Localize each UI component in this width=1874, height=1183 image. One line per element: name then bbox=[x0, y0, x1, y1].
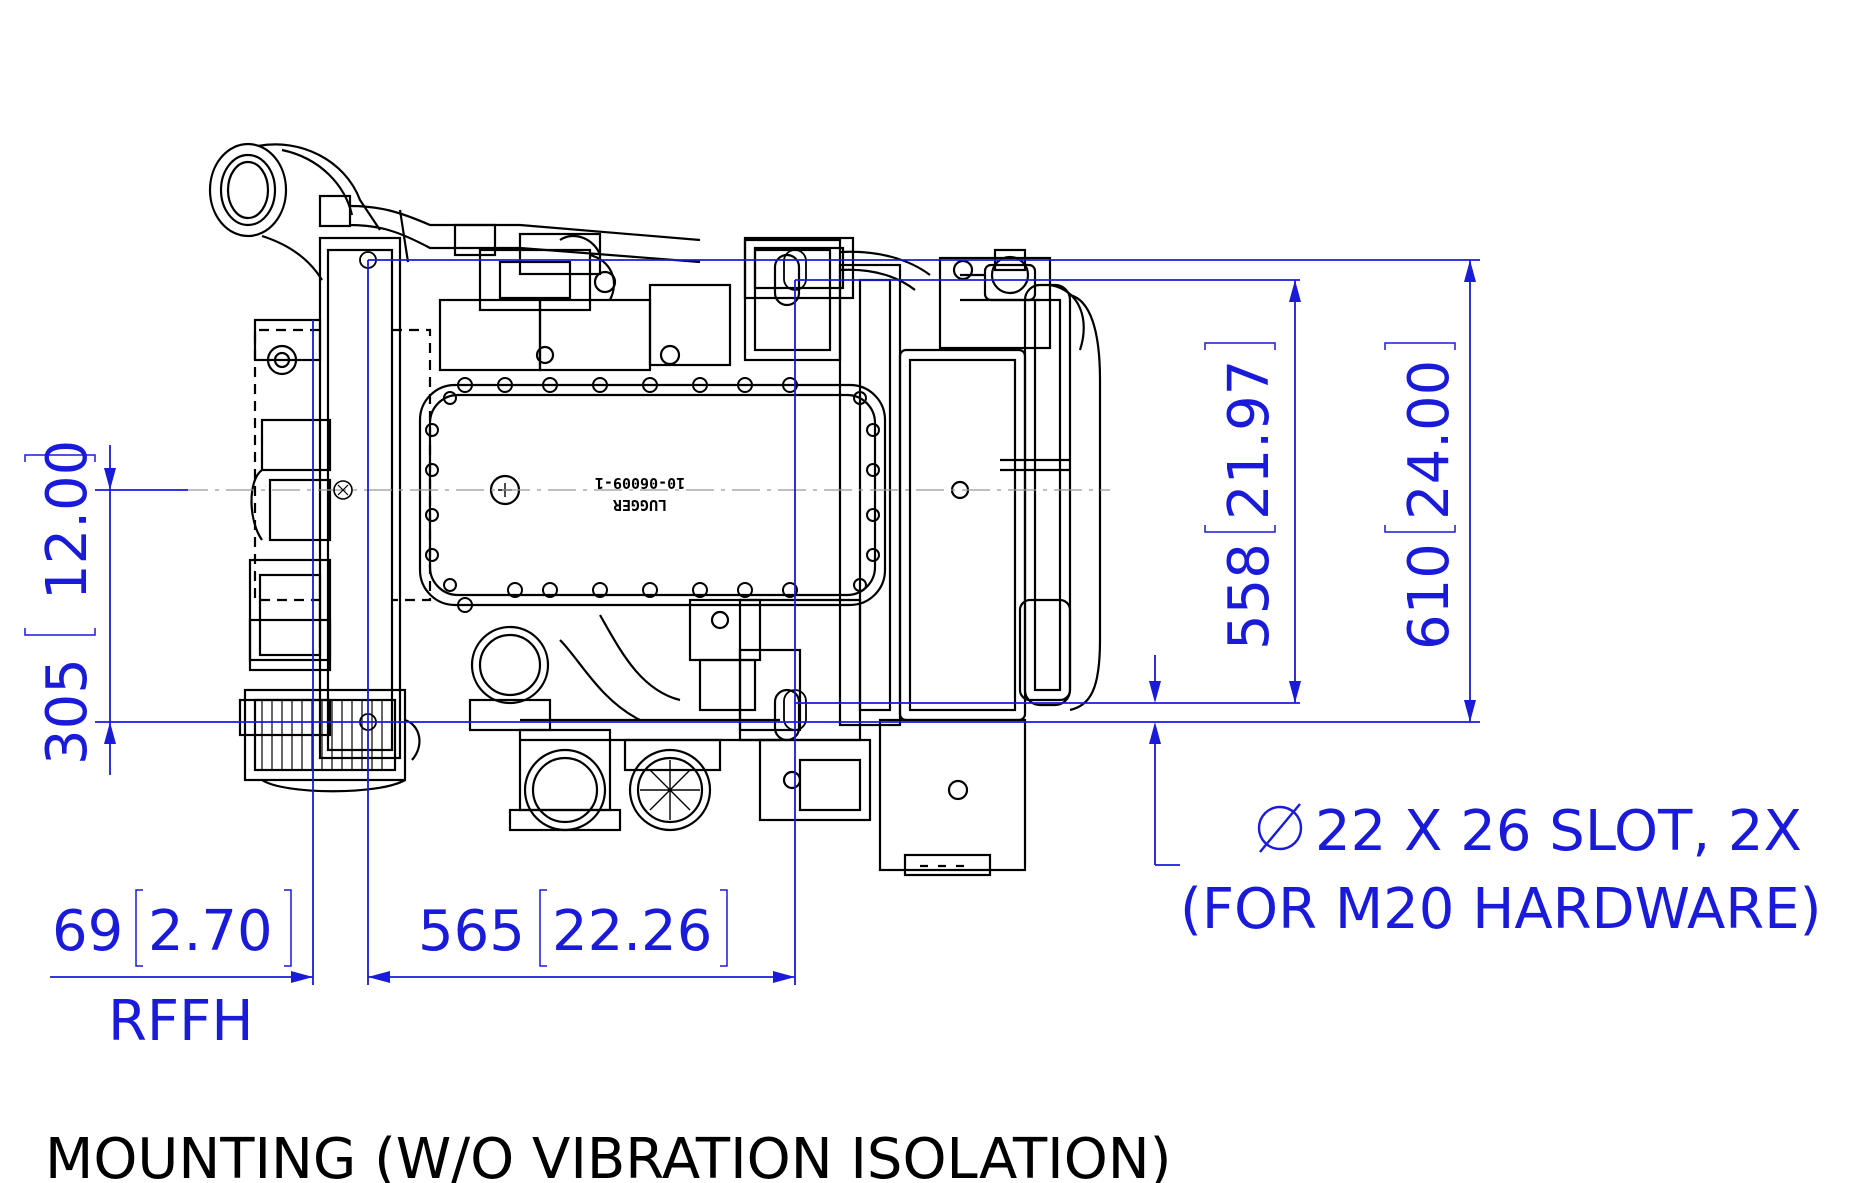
dim-558-mm: 558 bbox=[1217, 543, 1282, 650]
bracket-565 bbox=[539, 889, 728, 967]
oil-filter bbox=[468, 625, 552, 732]
part-number-stamp: LUGGER 10-06009-1 bbox=[595, 474, 685, 514]
dimension-lines bbox=[24, 259, 1480, 985]
intake-column-left bbox=[248, 236, 432, 760]
bracket-610 bbox=[1384, 342, 1456, 533]
drawing-title: MOUNTING (W/O VIBRATION ISOLATION) bbox=[45, 1127, 1172, 1183]
dim-558: 558 21.97 bbox=[1217, 360, 1282, 650]
exhaust-pipe bbox=[349, 204, 701, 276]
bracket-69 bbox=[135, 889, 292, 967]
dim-305-mm: 305 bbox=[35, 658, 100, 765]
part-label-line2: 10-06009-1 bbox=[595, 474, 685, 492]
dim-69-mm: 69 bbox=[52, 899, 123, 964]
dim-305-inch: 12.00 bbox=[35, 440, 100, 600]
top-right-hoses bbox=[743, 236, 931, 300]
slot-note-line1: 22 X 26 SLOT, 2X bbox=[1315, 799, 1802, 864]
valve-cover-bolts bbox=[425, 377, 880, 613]
valve-cover bbox=[418, 383, 887, 607]
heat-exchanger bbox=[1000, 283, 1102, 712]
thermostat-housing bbox=[938, 248, 1085, 351]
lower-plumbing bbox=[520, 598, 802, 742]
dim-565-mm: 565 bbox=[418, 899, 525, 964]
dim-610: 610 24.00 bbox=[1397, 360, 1462, 650]
dim-610-inch: 24.00 bbox=[1397, 360, 1462, 520]
dim-69-ref: RFFH bbox=[108, 989, 253, 1054]
part-label-line1: LUGGER bbox=[612, 496, 667, 514]
bracket-305 bbox=[24, 454, 96, 636]
fuel-filter-left bbox=[508, 728, 622, 832]
bracket-558 bbox=[1204, 342, 1276, 533]
flywheel-housing bbox=[878, 348, 1027, 877]
slot-note-line2: (FOR M20 HARDWARE) bbox=[1180, 877, 1821, 942]
diameter-icon bbox=[1257, 803, 1303, 853]
dim-558-inch: 21.97 bbox=[1217, 360, 1282, 520]
dim-610-mm: 610 bbox=[1397, 543, 1462, 650]
dim-69-inch: 2.70 bbox=[148, 899, 273, 964]
air-filter bbox=[243, 688, 421, 793]
sensor-cluster-top bbox=[438, 223, 732, 372]
left-accessories bbox=[238, 418, 332, 737]
datum-marker bbox=[333, 480, 353, 500]
fuel-filter-right bbox=[623, 738, 722, 832]
turbo-elbow bbox=[208, 142, 381, 281]
dim-565-inch: 22.26 bbox=[552, 899, 712, 964]
dim-305: 305 12.00 bbox=[35, 440, 100, 765]
